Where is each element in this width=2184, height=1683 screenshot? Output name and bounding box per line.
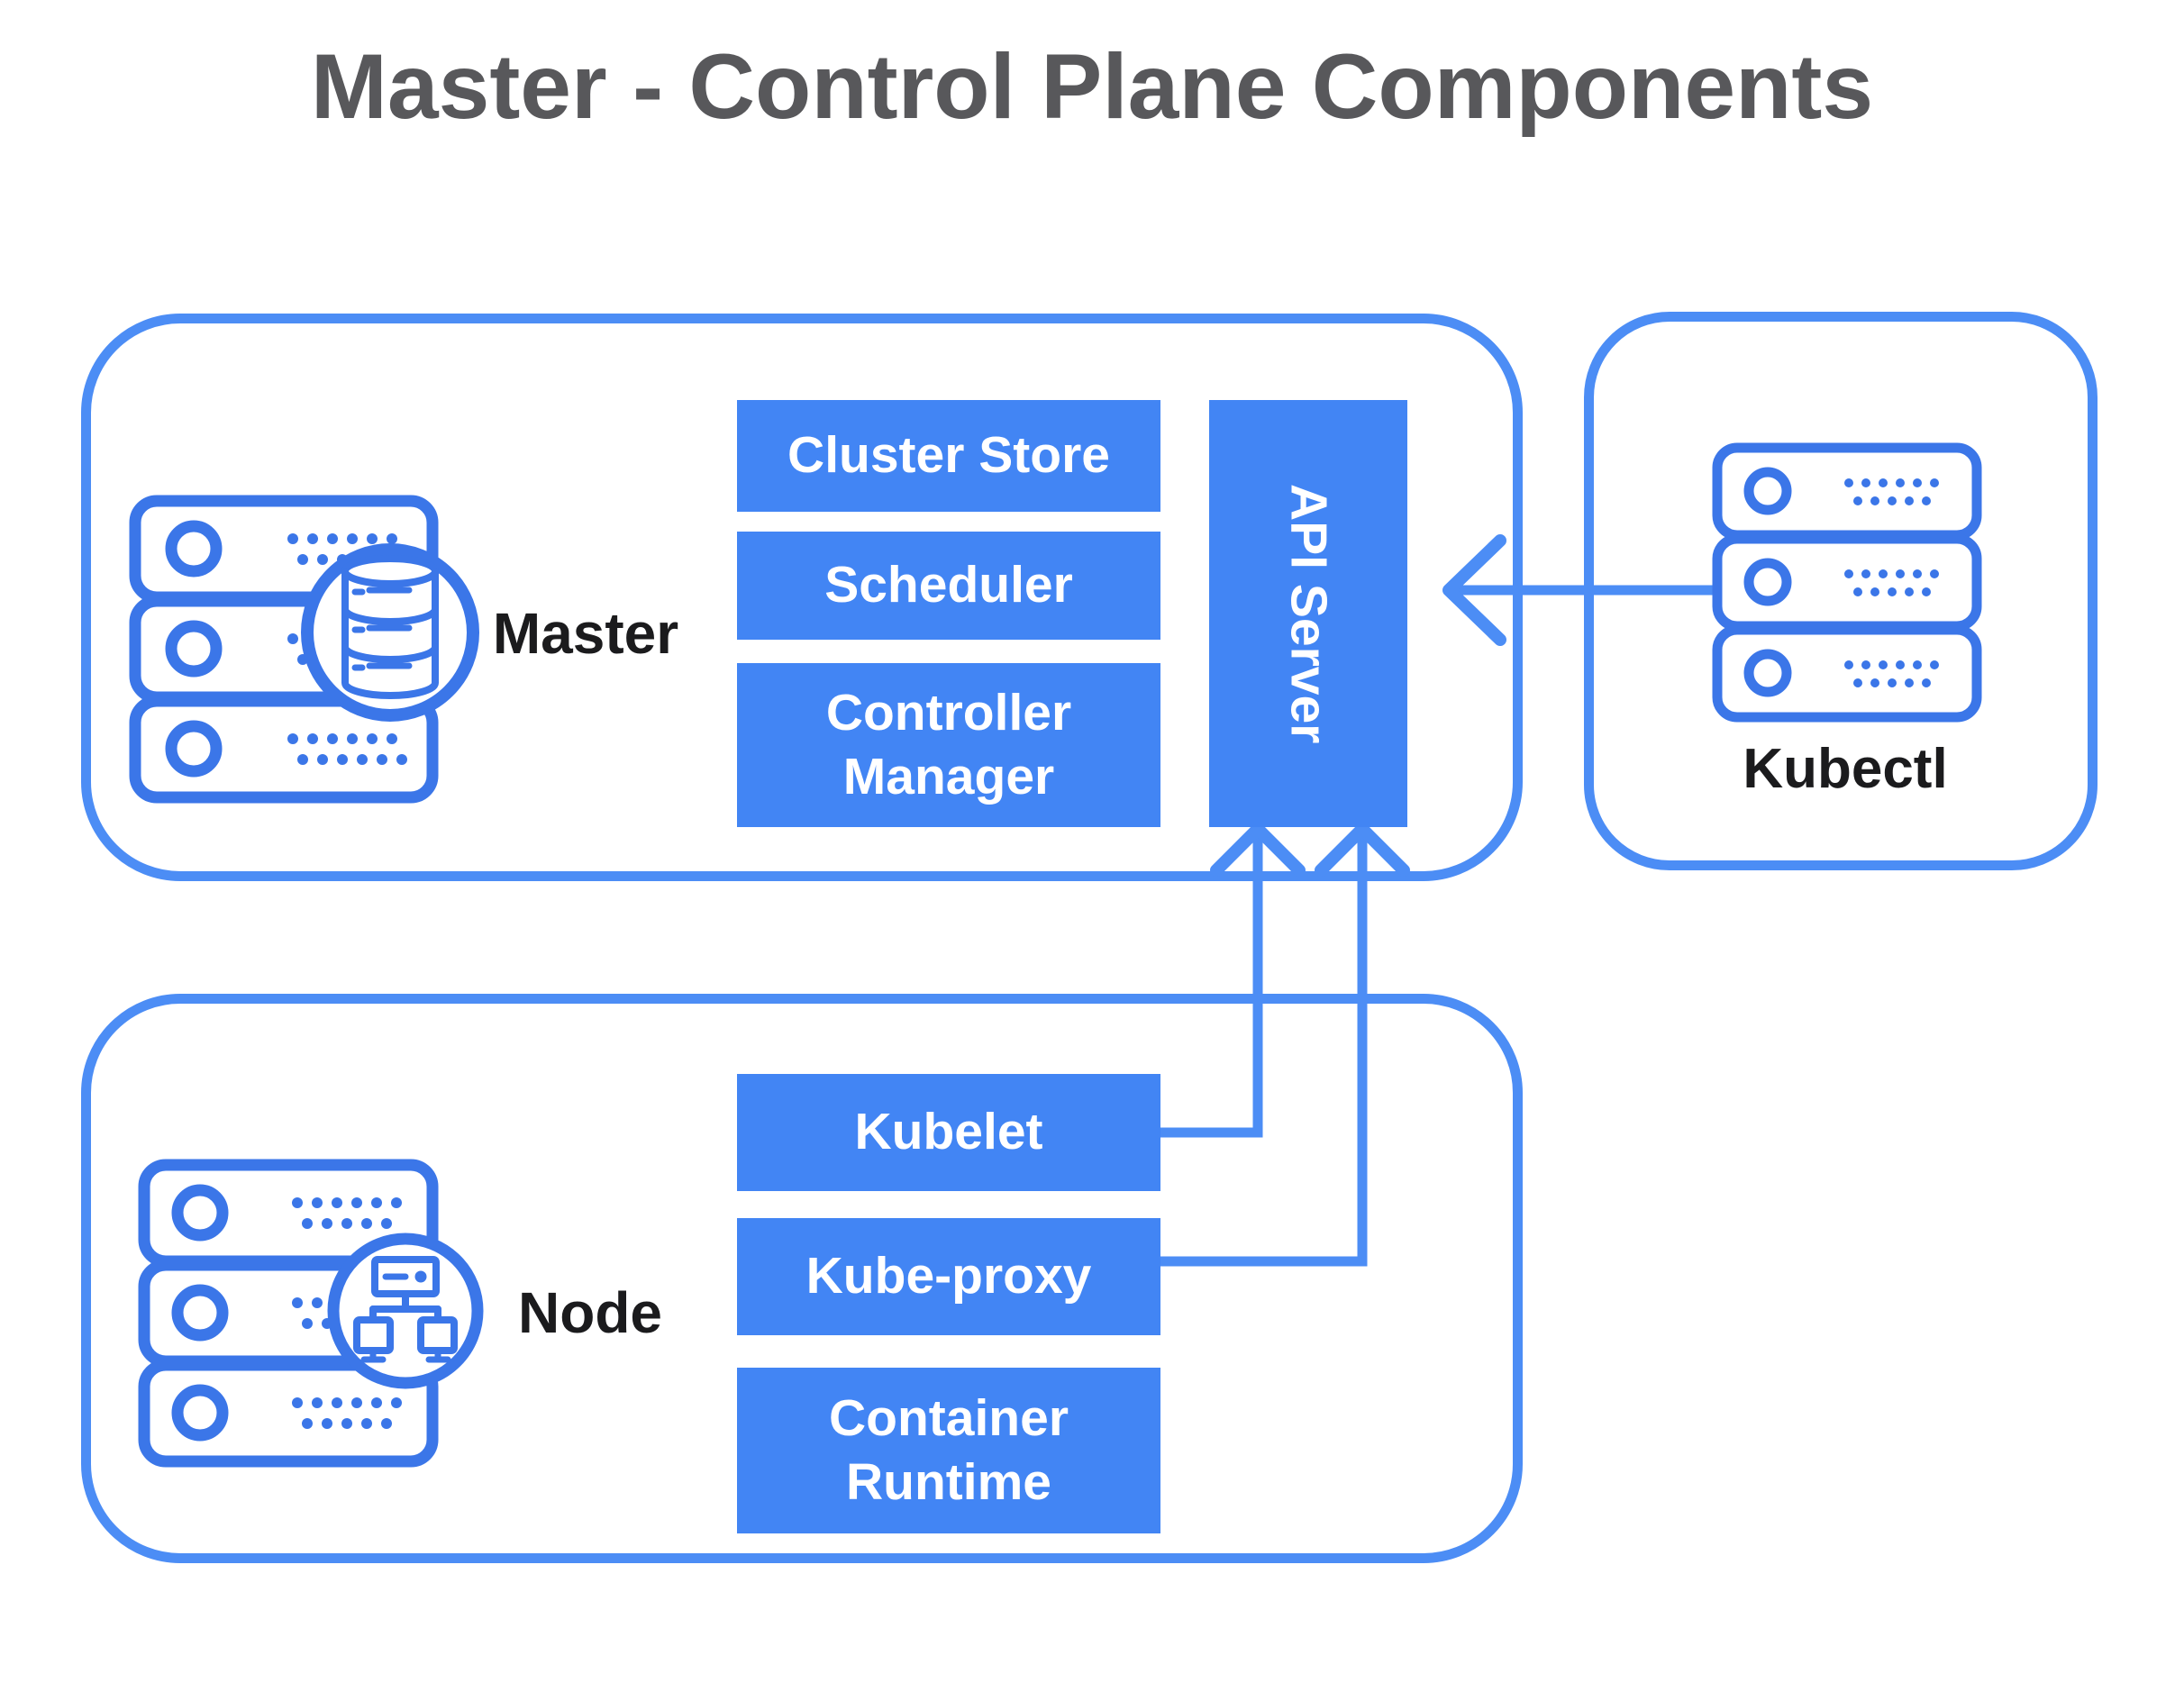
api-server-box: API Server	[1209, 400, 1407, 827]
arrowheads-up	[1210, 823, 1410, 877]
kubelet-box: Kubelet	[737, 1074, 1160, 1191]
master-server-stack-icon	[129, 495, 479, 804]
container-runtime-box: Container Runtime	[737, 1368, 1160, 1533]
node-server-stack-icon	[138, 1159, 484, 1468]
kube-proxy-box: Kube-proxy	[737, 1218, 1160, 1335]
server-dots	[1844, 478, 1939, 687]
node-container	[81, 994, 1523, 1563]
scheduler-box: Scheduler	[737, 532, 1160, 640]
cluster-store-box: Cluster Store	[737, 400, 1160, 512]
database-icon	[301, 543, 479, 722]
kubelet-to-apiserver-arrow	[1160, 833, 1263, 1138]
master-label: Master	[492, 601, 679, 666]
server-dots	[292, 1197, 402, 1429]
page-title: Master - Control Plane Components	[310, 35, 1874, 138]
network-icon	[327, 1233, 484, 1389]
node-label: Node	[518, 1280, 662, 1345]
api-server-label: API Server	[1279, 483, 1338, 744]
controller-manager-box: Controller Manager	[737, 663, 1160, 827]
kubectl-label: Kubectl	[1743, 738, 1948, 800]
kubectl-server-stack-icon	[1712, 442, 1982, 723]
kubectl-to-apiserver-arrow	[1442, 534, 1716, 646]
kubeproxy-to-apiserver-arrow	[1160, 833, 1368, 1267]
master-container	[81, 314, 1523, 881]
